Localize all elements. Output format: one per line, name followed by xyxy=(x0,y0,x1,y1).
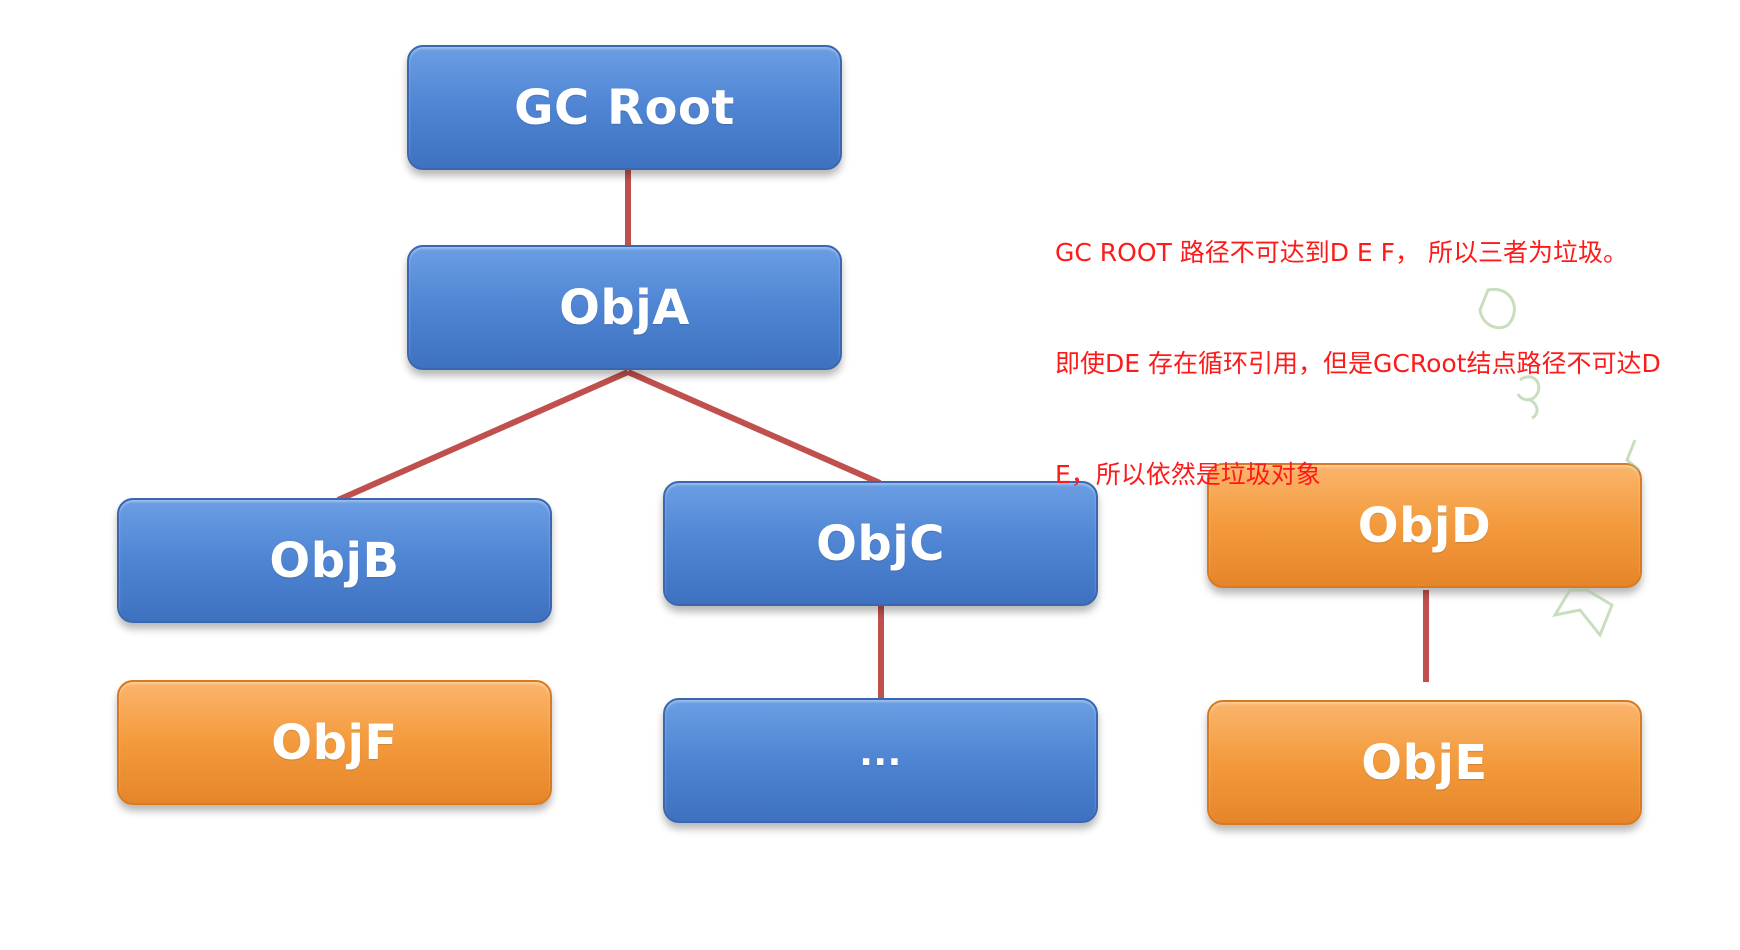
annotation-line-3: E，所以依然是垃圾对象 xyxy=(1055,460,1321,489)
edge-obja-objc xyxy=(626,369,882,486)
decorative-doodle-icon xyxy=(1478,287,1640,638)
obj-d-node: ObjD xyxy=(1207,463,1642,588)
gc-root-label: GC Root xyxy=(514,79,735,136)
obj-a-node: ObjA xyxy=(407,245,842,370)
obj-a-label: ObjA xyxy=(559,279,690,336)
gc-root-node: GC Root xyxy=(407,45,842,170)
obj-c-label: ObjC xyxy=(816,515,945,572)
obj-d-label: ObjD xyxy=(1357,497,1492,554)
obj-f-node: ObjF xyxy=(117,680,552,805)
obj-c-node: ObjC xyxy=(663,481,1098,606)
obj-e-node: ObjE xyxy=(1207,700,1642,825)
obj-e-label: ObjE xyxy=(1361,734,1488,791)
ellipsis-label: ... xyxy=(859,733,902,774)
annotation-line-2: 即使DE 存在循环引用，但是GCRoot结点路径不可达D xyxy=(1055,349,1661,378)
ellipsis-node: ... xyxy=(663,698,1098,823)
obj-b-node: ObjB xyxy=(117,498,552,623)
annotation-line-1: GC ROOT 路径不可达到D E F， 所以三者为垃圾。 xyxy=(1055,238,1628,267)
annotation-text: GC ROOT 路径不可达到D E F， 所以三者为垃圾。 即使DE 存在循环引… xyxy=(1055,160,1740,567)
edge-obja-objb xyxy=(336,369,630,503)
obj-b-label: ObjB xyxy=(269,532,400,589)
obj-f-label: ObjF xyxy=(271,714,398,771)
